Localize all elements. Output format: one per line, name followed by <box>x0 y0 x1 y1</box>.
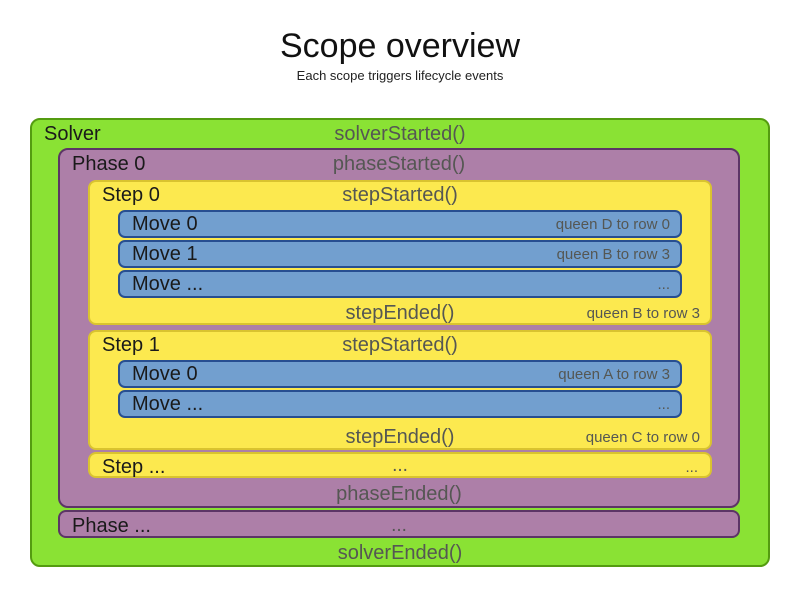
step1-ended-event: stepEnded() <box>345 426 455 448</box>
move-row: Move ... ... <box>118 390 682 418</box>
step0-label: Step 0 <box>102 184 160 206</box>
phase0-label: Phase 0 <box>72 153 146 175</box>
step0-scope-box: stepStarted() Step 0 Move 0 queen D to r… <box>88 180 712 325</box>
move-label: Move 0 <box>132 362 198 385</box>
solver-label: Solver <box>44 123 101 145</box>
page-subtitle: Each scope triggers lifecycle events <box>296 68 504 83</box>
phase0-scope-box: phaseStarted() Phase 0 stepStarted() Ste… <box>58 148 740 508</box>
step1-footer: stepEnded() queen C to row 0 <box>90 425 710 449</box>
solver-ended-event: solverEnded() <box>337 542 463 564</box>
move-label: Move 1 <box>132 242 198 265</box>
phase-more-box: Phase ... ... <box>58 510 740 538</box>
step-more-box: Step ... ... ... <box>88 452 712 478</box>
step-more-label: Step ... <box>102 456 166 478</box>
step1-started-event: stepStarted() <box>342 334 458 356</box>
phase0-header: phaseStarted() Phase 0 <box>60 152 738 176</box>
step1-end-note: queen C to row 0 <box>585 429 700 446</box>
step0-footer: stepEnded() queen B to row 3 <box>90 301 710 325</box>
move-label: Move ... <box>132 272 204 295</box>
step1-label: Step 1 <box>102 334 160 356</box>
step1-scope-box: stepStarted() Step 1 Move 0 queen A to r… <box>88 330 712 450</box>
move-note: queen B to row 3 <box>556 245 670 263</box>
step0-ended-event: stepEnded() <box>345 302 455 324</box>
step0-end-note: queen B to row 3 <box>586 305 700 322</box>
move-row: Move 1 queen B to row 3 <box>118 240 682 268</box>
move-note: queen D to row 0 <box>555 215 670 233</box>
step0-started-event: stepStarted() <box>342 184 458 206</box>
move-note: ... <box>657 275 670 293</box>
solver-header: solverStarted() Solver <box>32 122 768 146</box>
move-note: ... <box>657 395 670 413</box>
move-row: Move 0 queen D to row 0 <box>118 210 682 238</box>
phase-ended-event: phaseEnded() <box>336 483 462 505</box>
move-label: Move 0 <box>132 212 198 235</box>
phase-started-event: phaseStarted() <box>332 153 466 175</box>
phase-more-label: Phase ... <box>72 515 151 537</box>
step-more-right-dots: ... <box>685 459 698 476</box>
step0-header: stepStarted() Step 0 <box>90 183 710 207</box>
move-note: queen A to row 3 <box>558 365 670 383</box>
page-title: Scope overview <box>279 27 520 65</box>
move-label: Move ... <box>132 392 204 415</box>
move-row: Move ... ... <box>118 270 682 298</box>
move-row: Move 0 queen A to row 3 <box>118 360 682 388</box>
phase-more-center-dots: ... <box>391 515 407 536</box>
step-more-center-dots: ... <box>392 455 408 476</box>
solver-scope-box: solverStarted() Solver phaseStarted() Ph… <box>30 118 770 567</box>
solver-started-event: solverStarted() <box>334 123 466 145</box>
step1-header: stepStarted() Step 1 <box>90 333 710 357</box>
